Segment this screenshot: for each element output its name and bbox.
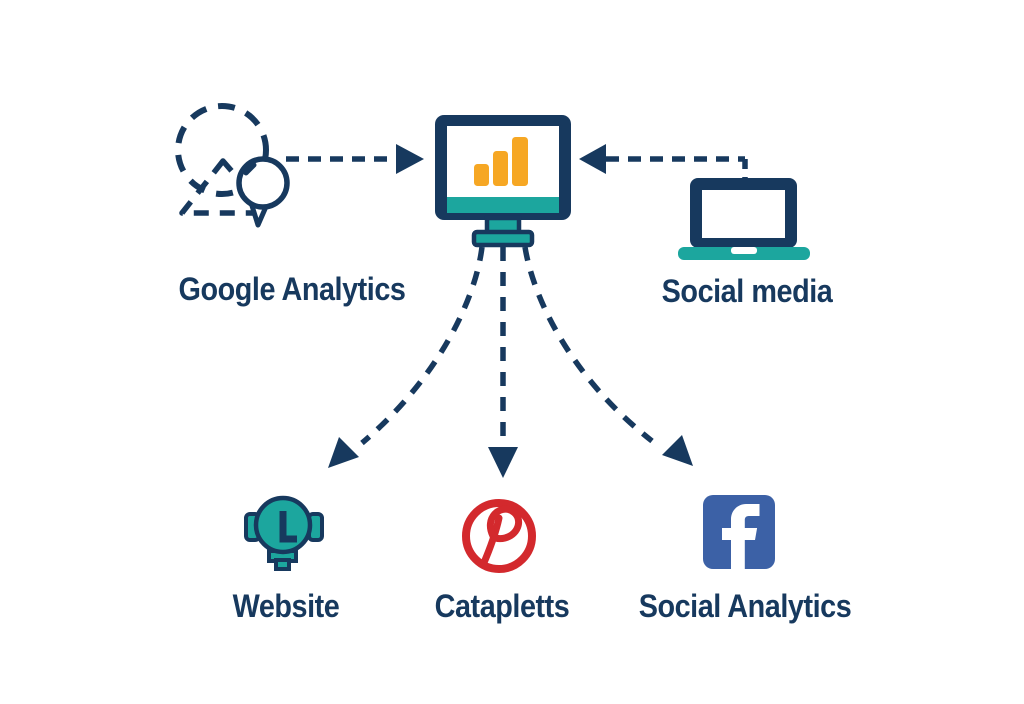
laptop-base-notch xyxy=(731,247,757,254)
laptop-screen xyxy=(702,190,785,238)
arrow-monitor-to-social-analytics xyxy=(522,246,693,466)
google-analytics-label: Google Analytics xyxy=(178,271,406,307)
arrow-monitor-to-catapletts xyxy=(488,247,518,478)
dashed-circle-icon xyxy=(175,103,269,197)
monitor-bar-chart-icon xyxy=(435,115,571,248)
social-media-label: Social media xyxy=(661,273,833,309)
smart-bulb-icon xyxy=(244,495,324,571)
social-analytics-label: Social Analytics xyxy=(638,588,852,624)
website-label: Website xyxy=(232,588,340,624)
bulb-base-tip xyxy=(274,558,291,571)
google-analytics-icon xyxy=(175,103,290,228)
monitor-stand-base xyxy=(471,229,535,248)
catapletts-label: Catapletts xyxy=(434,588,570,624)
arrows-monitor-to-targets xyxy=(328,246,693,478)
arrowhead-left xyxy=(579,144,606,174)
bar-chart-bars-icon xyxy=(474,137,528,186)
pinterest-icon xyxy=(462,499,536,573)
bubble-dash-detail xyxy=(243,162,257,176)
facebook-f-glyph xyxy=(722,504,760,570)
bulb-letter-l xyxy=(279,511,297,543)
arrow-google-analytics-to-monitor xyxy=(286,144,424,174)
facebook-icon xyxy=(703,495,775,570)
arrow-social-media-to-monitor xyxy=(579,144,748,181)
arrow-monitor-to-website xyxy=(328,246,485,468)
laptop-icon xyxy=(678,178,810,260)
arrowhead-right xyxy=(396,144,424,174)
monitor-bezel xyxy=(447,197,559,213)
chat-bubble-icon xyxy=(236,156,290,210)
